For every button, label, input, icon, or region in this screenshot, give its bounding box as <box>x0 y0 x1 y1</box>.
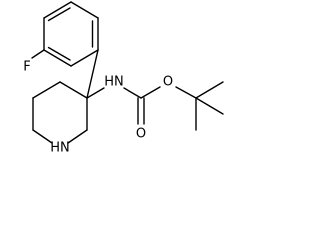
bond <box>86 87 105 99</box>
bond <box>43 1 72 19</box>
bond <box>31 49 45 59</box>
fluorine-label: F <box>23 60 30 75</box>
bond <box>32 81 61 99</box>
bond <box>32 129 53 144</box>
fluorophenyl-ring <box>43 1 99 67</box>
bond <box>70 1 99 19</box>
ring-nh-label: HN <box>50 141 70 156</box>
bond <box>195 97 224 115</box>
amide-nh-label: HN <box>104 75 124 90</box>
bond <box>86 49 99 99</box>
chemical-structure: F HN HN O O <box>23 1 224 156</box>
bond <box>195 81 224 99</box>
carbonyl-oxygen-label: O <box>136 127 146 142</box>
ester-oxygen-label: O <box>163 75 173 90</box>
bond <box>175 86 197 99</box>
bond <box>140 86 161 99</box>
bond <box>43 49 72 67</box>
tert-butyl-group <box>195 81 224 131</box>
bond <box>67 129 88 144</box>
bond <box>70 49 99 67</box>
piperidine-ring <box>32 81 88 144</box>
bond <box>59 81 88 99</box>
bond <box>123 87 142 99</box>
aromatic-inner-bond <box>47 46 71 61</box>
aromatic-inner-bond <box>47 7 71 22</box>
